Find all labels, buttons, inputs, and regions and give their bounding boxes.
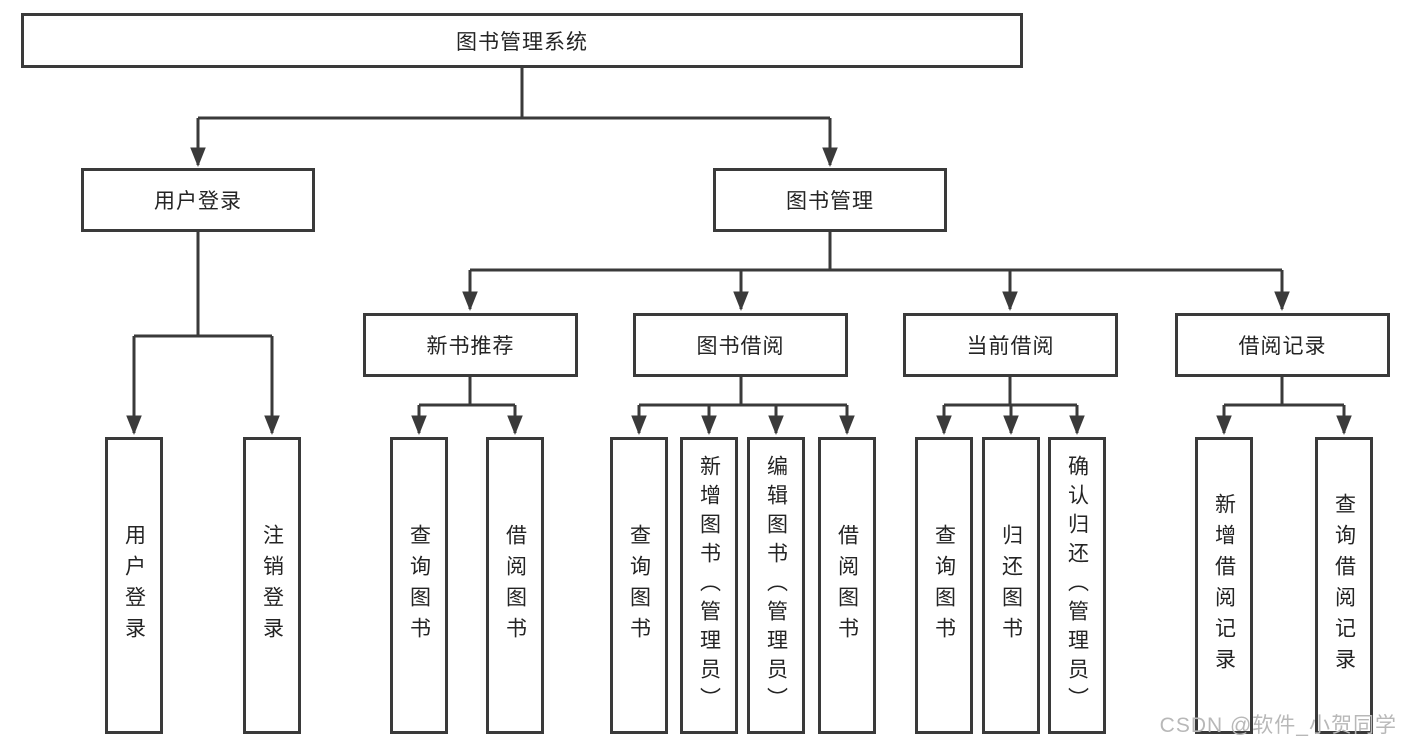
connector-user-login-split bbox=[134, 232, 272, 338]
node-query-books-current: 查询图书 bbox=[915, 437, 973, 734]
node-add-book-admin: 新增图书（管理员） bbox=[680, 437, 738, 734]
connector-book-management-split bbox=[470, 232, 1282, 272]
node-book-borrowing: 图书借阅 bbox=[633, 313, 848, 377]
node-user-login: 用户登录 bbox=[81, 168, 315, 232]
node-user-login-leaf: 用户登录 bbox=[105, 437, 163, 734]
node-new-book-recommendation: 新书推荐 bbox=[363, 313, 578, 377]
node-borrow-books-recommend: 借阅图书 bbox=[486, 437, 544, 734]
node-book-management: 图书管理 bbox=[713, 168, 947, 232]
node-logout-leaf: 注销登录 bbox=[243, 437, 301, 734]
node-query-books-recommend: 查询图书 bbox=[390, 437, 448, 734]
node-add-borrow-record: 新增借阅记录 bbox=[1195, 437, 1253, 734]
connector-book-borrowing-split bbox=[639, 377, 847, 407]
node-return-books: 归还图书 bbox=[982, 437, 1040, 734]
csdn-watermark: CSDN @软件_小贺同学 bbox=[1159, 714, 1397, 737]
node-borrowing-records: 借阅记录 bbox=[1175, 313, 1390, 377]
node-current-borrowing: 当前借阅 bbox=[903, 313, 1118, 377]
node-edit-book-admin: 编辑图书（管理员） bbox=[747, 437, 805, 734]
connector-root-split bbox=[198, 68, 830, 120]
node-borrow-books-leaf: 借阅图书 bbox=[818, 437, 876, 734]
node-query-books-borrowing: 查询图书 bbox=[610, 437, 668, 734]
connector-borrowing-records-split bbox=[1224, 377, 1344, 407]
connector-new-book-split bbox=[419, 377, 515, 407]
connector-current-borrowing-split bbox=[944, 377, 1077, 407]
node-confirm-return-admin: 确认归还（管理员） bbox=[1048, 437, 1106, 734]
node-query-borrow-record: 查询借阅记录 bbox=[1315, 437, 1373, 734]
node-library-management-system: 图书管理系统 bbox=[21, 13, 1023, 68]
